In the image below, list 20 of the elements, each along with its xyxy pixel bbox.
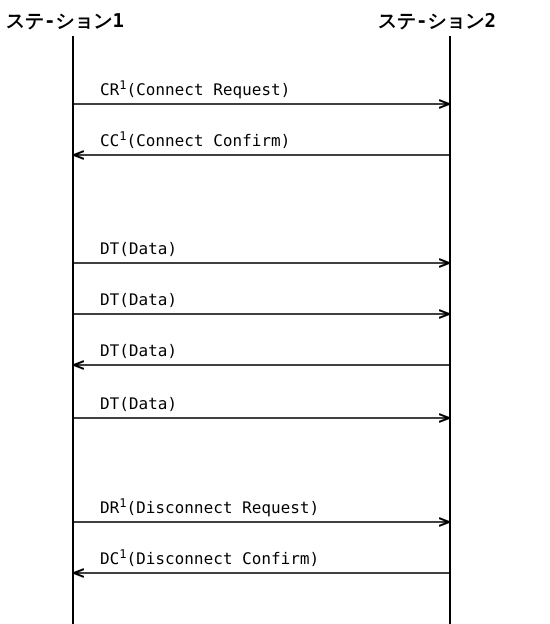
edge-label: CC$^{1}$(Connect Confirm) xyxy=(100,131,290,151)
edge-label: DC$^{1}$(Disconnect Confirm) xyxy=(100,549,320,569)
lifeline xyxy=(449,36,451,624)
message-arrow xyxy=(73,568,449,578)
message-arrow xyxy=(74,309,450,319)
message-arrow xyxy=(74,517,450,527)
message-arrow xyxy=(73,150,449,160)
edge-label: DT(Data) xyxy=(100,341,178,361)
station-label: ステ-ション2 xyxy=(378,10,496,32)
lifeline xyxy=(72,36,74,624)
edge-label: DT(Data) xyxy=(100,290,178,310)
message-arrow xyxy=(74,99,450,109)
edge-label: DT(Data) xyxy=(100,394,178,414)
message-arrow xyxy=(74,258,450,268)
edge-label: DR$^{1}$(Disconnect Request) xyxy=(100,498,320,518)
edge-label: DT(Data) xyxy=(100,239,178,259)
edge-label: CR$^{1}$(Connect Request) xyxy=(100,80,290,100)
message-arrow xyxy=(74,413,450,423)
message-arrow xyxy=(73,360,449,370)
station-label: ステ-ション1 xyxy=(6,10,124,32)
